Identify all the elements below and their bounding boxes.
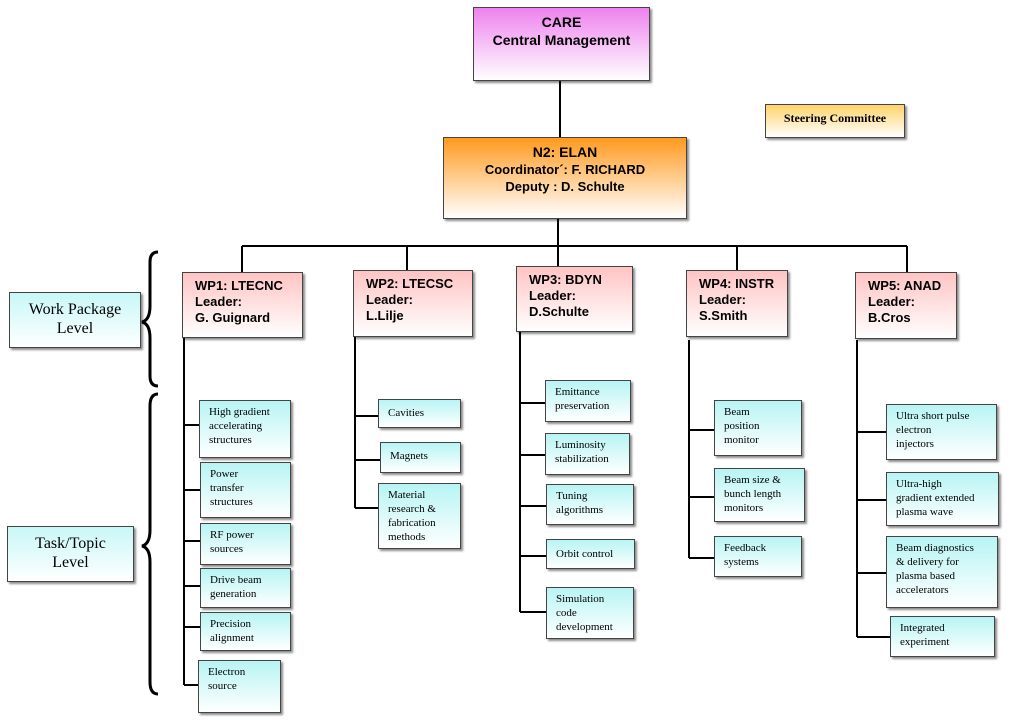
task-box: Drive beam generation — [200, 568, 291, 608]
task-box: Integrated experiment — [890, 616, 995, 657]
wp-leader: S.Smith — [699, 308, 748, 323]
wp-leader-label: Leader: — [699, 292, 746, 307]
wp3-box: WP3: BDYN Leader: D.Schulte — [516, 266, 633, 332]
task-box: Material research & fabrication methods — [378, 483, 461, 549]
task-box: Cavities — [378, 399, 461, 428]
wp-title: WP4: INSTR — [699, 276, 775, 291]
task-box: Beam position monitor — [714, 400, 802, 456]
care-subtitle: Central Management — [492, 32, 631, 48]
wp-leader: D.Schulte — [529, 304, 589, 319]
task-box: Beam size & bunch length monitors — [714, 468, 805, 522]
steering-committee-box: Steering Committee — [765, 104, 905, 138]
wp-leader-label: Leader: — [529, 288, 576, 303]
n2-coordinator: Coordinator´: F. RICHARD — [484, 162, 646, 177]
care-title: CARE — [541, 14, 582, 30]
wp-title: WP3: BDYN — [529, 272, 602, 287]
wp-title: WP1: LTECNC — [195, 278, 283, 293]
wp1-box: WP1: LTECNC Leader: G. Guignard — [182, 272, 303, 338]
wp-leader-label: Leader: — [366, 292, 413, 307]
task-box: Simulation code development — [546, 587, 634, 639]
task-box: Precision alignment — [200, 612, 291, 651]
wp-leader: L.Lilje — [366, 308, 404, 323]
n2-elan-box: N2: ELAN Coordinator´: F. RICHARD Deputy… — [443, 137, 687, 219]
task-box: Luminosity stabilization — [545, 433, 630, 475]
n2-title: N2: ELAN — [532, 144, 598, 160]
care-central-management-box: CARE Central Management — [473, 7, 650, 81]
task-box: Magnets — [380, 442, 461, 473]
task-box: RF power sources — [200, 523, 291, 565]
task-box: Beam diagnostics & delivery for plasma b… — [886, 536, 998, 608]
wp-leader: G. Guignard — [195, 310, 271, 325]
task-box: Ultra-high gradient extended plasma wave — [886, 472, 999, 526]
task-box: Feedback systems — [714, 536, 802, 577]
wp-leader-label: Leader: — [195, 294, 242, 309]
level-braces — [141, 250, 159, 696]
wp5-box: WP5: ANAD Leader: B.Cros — [855, 272, 957, 339]
task-topic-level-label: Task/Topic Level — [7, 526, 134, 582]
wp-title: WP5: ANAD — [868, 278, 942, 293]
task-box: Ultra short pulse electron injectors — [886, 404, 997, 460]
steering-committee-label: Steering Committee — [783, 111, 887, 125]
wp-leader: B.Cros — [868, 310, 911, 325]
wp2-box: WP2: LTECSC Leader: L.Lilje — [353, 270, 473, 337]
n2-deputy: Deputy : D. Schulte — [505, 179, 625, 194]
task-box: Tuning algorithms — [546, 484, 634, 525]
wp4-box: WP4: INSTR Leader: S.Smith — [686, 270, 788, 337]
work-package-level-label: Work Package Level — [9, 292, 141, 348]
wp-leader-label: Leader: — [868, 294, 915, 309]
task-box: Power transfer structures — [200, 462, 291, 518]
task-box: Orbit control — [546, 539, 635, 569]
task-box: Electron source — [198, 660, 281, 713]
task-box: Emittance preservation — [545, 380, 631, 422]
wp-title: WP2: LTECSC — [366, 276, 454, 291]
task-box: High gradient accelerating structures — [199, 400, 291, 458]
